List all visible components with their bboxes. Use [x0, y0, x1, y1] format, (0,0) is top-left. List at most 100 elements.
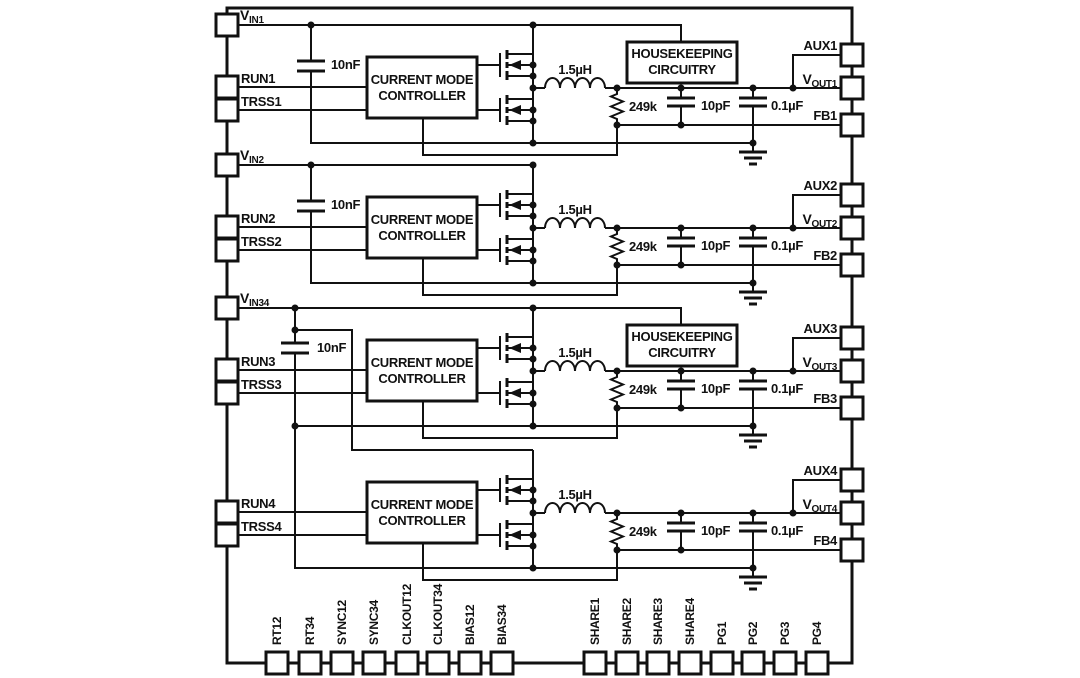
pin-vin2 [214, 152, 240, 178]
controller-label-1: CURRENT MODE [371, 212, 474, 227]
pin-label-vout3: VOUT3 [802, 354, 837, 373]
pin-label-share2: SHARE2 [620, 597, 634, 645]
pin-label-fb3: FB3 [813, 391, 837, 406]
channel-4: RUN4 TRSS4 CURRENT MODE CONTROLLER 1.5µH… [214, 426, 865, 591]
pin-label-trss3: TRSS3 [241, 377, 281, 392]
pin-label-pg1: PG1 [715, 621, 729, 645]
pin-label-clkout12: CLKOUT12 [400, 583, 414, 645]
pin-label-sync12: SYNC12 [335, 599, 349, 645]
pin-label-vin2: VIN2 [240, 147, 264, 166]
bypass-cap-value: 10nF [317, 340, 347, 355]
housekeeping-box [625, 40, 739, 85]
pin-label-pg4: PG4 [810, 621, 824, 645]
pin-pg4 [804, 650, 830, 676]
pin-label-share1: SHARE1 [588, 597, 602, 645]
controller-label-1: CURRENT MODE [371, 355, 474, 370]
pin-label-run2: RUN2 [241, 211, 275, 226]
pin-rt34 [297, 650, 323, 676]
bypass-cap-net [310, 25, 533, 144]
pin-share4 [677, 650, 703, 676]
pin-label-vout2: VOUT2 [802, 211, 837, 230]
inductor-value: 1.5µH [558, 202, 591, 217]
pin-label-trss4: TRSS4 [241, 519, 282, 534]
pin-label-share3: SHARE3 [651, 597, 665, 645]
pin-label-rt34: RT34 [303, 616, 317, 645]
resistor-value: 249k [629, 382, 658, 397]
pin-label-fb4: FB4 [813, 533, 838, 548]
pin-vin1 [214, 12, 240, 38]
bypass-cap-icon [297, 199, 325, 213]
controller-label-2: CONTROLLER [378, 88, 466, 103]
pin-label-vin34: VIN34 [240, 290, 270, 309]
bypass-cap-net [310, 165, 533, 284]
pin-label-pg3: PG3 [778, 621, 792, 645]
pin-label-fb2: FB2 [813, 248, 837, 263]
vin34-feed-ch4 [294, 308, 533, 451]
pin-label-share4: SHARE4 [683, 597, 697, 645]
housekeeping-label-2: CIRCUITRY [648, 345, 716, 360]
pin-label-aux4: AUX4 [804, 463, 839, 478]
pin-label-aux3: AUX3 [804, 321, 838, 336]
resistor-value: 249k [629, 524, 658, 539]
ground-run-ch4 [294, 426, 533, 569]
cap-small-value: 10pF [701, 523, 731, 538]
housekeeping-label-2: CIRCUITRY [648, 62, 716, 77]
pin-share1 [582, 650, 608, 676]
pin-sync12 [329, 650, 355, 676]
cap-small-value: 10pF [701, 98, 731, 113]
pin-bias12 [457, 650, 483, 676]
channel-3: HOUSEKEEPING CIRCUITRY VIN34 RUN3 TRSS3 … [214, 290, 865, 451]
cap-out-value: 0.1µF [771, 523, 803, 538]
controller-label-2: CONTROLLER [378, 228, 466, 243]
resistor-value: 249k [629, 99, 658, 114]
inductor-value: 1.5µH [558, 345, 591, 360]
housekeeping-label-1: HOUSEKEEPING [631, 329, 732, 344]
pin-rt12 [264, 650, 290, 676]
housekeeping-box [625, 323, 739, 368]
pin-label-vout4: VOUT4 [802, 496, 837, 515]
pin-bias34 [489, 650, 515, 676]
bottom-pins: RT12 RT34 SYNC12 SYNC34 CLKOUT12 CLKOUT3… [264, 583, 830, 676]
pin-label-vout1: VOUT1 [802, 71, 837, 90]
pin-label-run3: RUN3 [241, 354, 275, 369]
cap-small-value: 10pF [701, 238, 731, 253]
pin-label-bias12: BIAS12 [463, 604, 477, 645]
pin-label-sync34: SYNC34 [367, 599, 381, 645]
pin-label-vin1: VIN1 [240, 7, 264, 26]
pin-label-clkout34: CLKOUT34 [431, 583, 445, 645]
vin34-net [238, 307, 682, 325]
pin-pg1 [709, 650, 735, 676]
pin-label-trss1: TRSS1 [241, 94, 281, 109]
channel-1: HOUSEKEEPING CIRCUITRY VIN1 RUN1 TRSS1 1… [214, 7, 865, 166]
pin-share2 [614, 650, 640, 676]
ic-outline [225, 6, 854, 665]
pin-label-bias34: BIAS34 [495, 604, 509, 645]
bypass-cap-value: 10nF [331, 197, 361, 212]
cap-small-value: 10pF [701, 381, 731, 396]
cap-out-value: 0.1µF [771, 238, 803, 253]
inductor-value: 1.5µH [558, 487, 591, 502]
pin-label-run1: RUN1 [241, 71, 275, 86]
cap-out-value: 0.1µF [771, 381, 803, 396]
vin1-net [238, 24, 682, 42]
housekeeping-label-1: HOUSEKEEPING [631, 46, 732, 61]
pin-sync34 [361, 650, 387, 676]
bypass-cap-value: 10nF [331, 57, 361, 72]
controller-label-2: CONTROLLER [378, 513, 466, 528]
pin-clkout12 [394, 650, 420, 676]
pin-label-fb1: FB1 [813, 108, 837, 123]
pin-label-pg2: PG2 [746, 621, 760, 645]
bypass-cap-icon [297, 59, 325, 73]
pin-vin34 [214, 295, 240, 321]
pin-pg3 [772, 650, 798, 676]
pin-clkout34 [425, 650, 451, 676]
pin-label-run4: RUN4 [241, 496, 276, 511]
inductor-value: 1.5µH [558, 62, 591, 77]
pin-label-trss2: TRSS2 [241, 234, 281, 249]
controller-label-1: CURRENT MODE [371, 72, 474, 87]
pin-pg2 [740, 650, 766, 676]
pin-label-aux1: AUX1 [804, 38, 838, 53]
controller-label-1: CURRENT MODE [371, 497, 474, 512]
